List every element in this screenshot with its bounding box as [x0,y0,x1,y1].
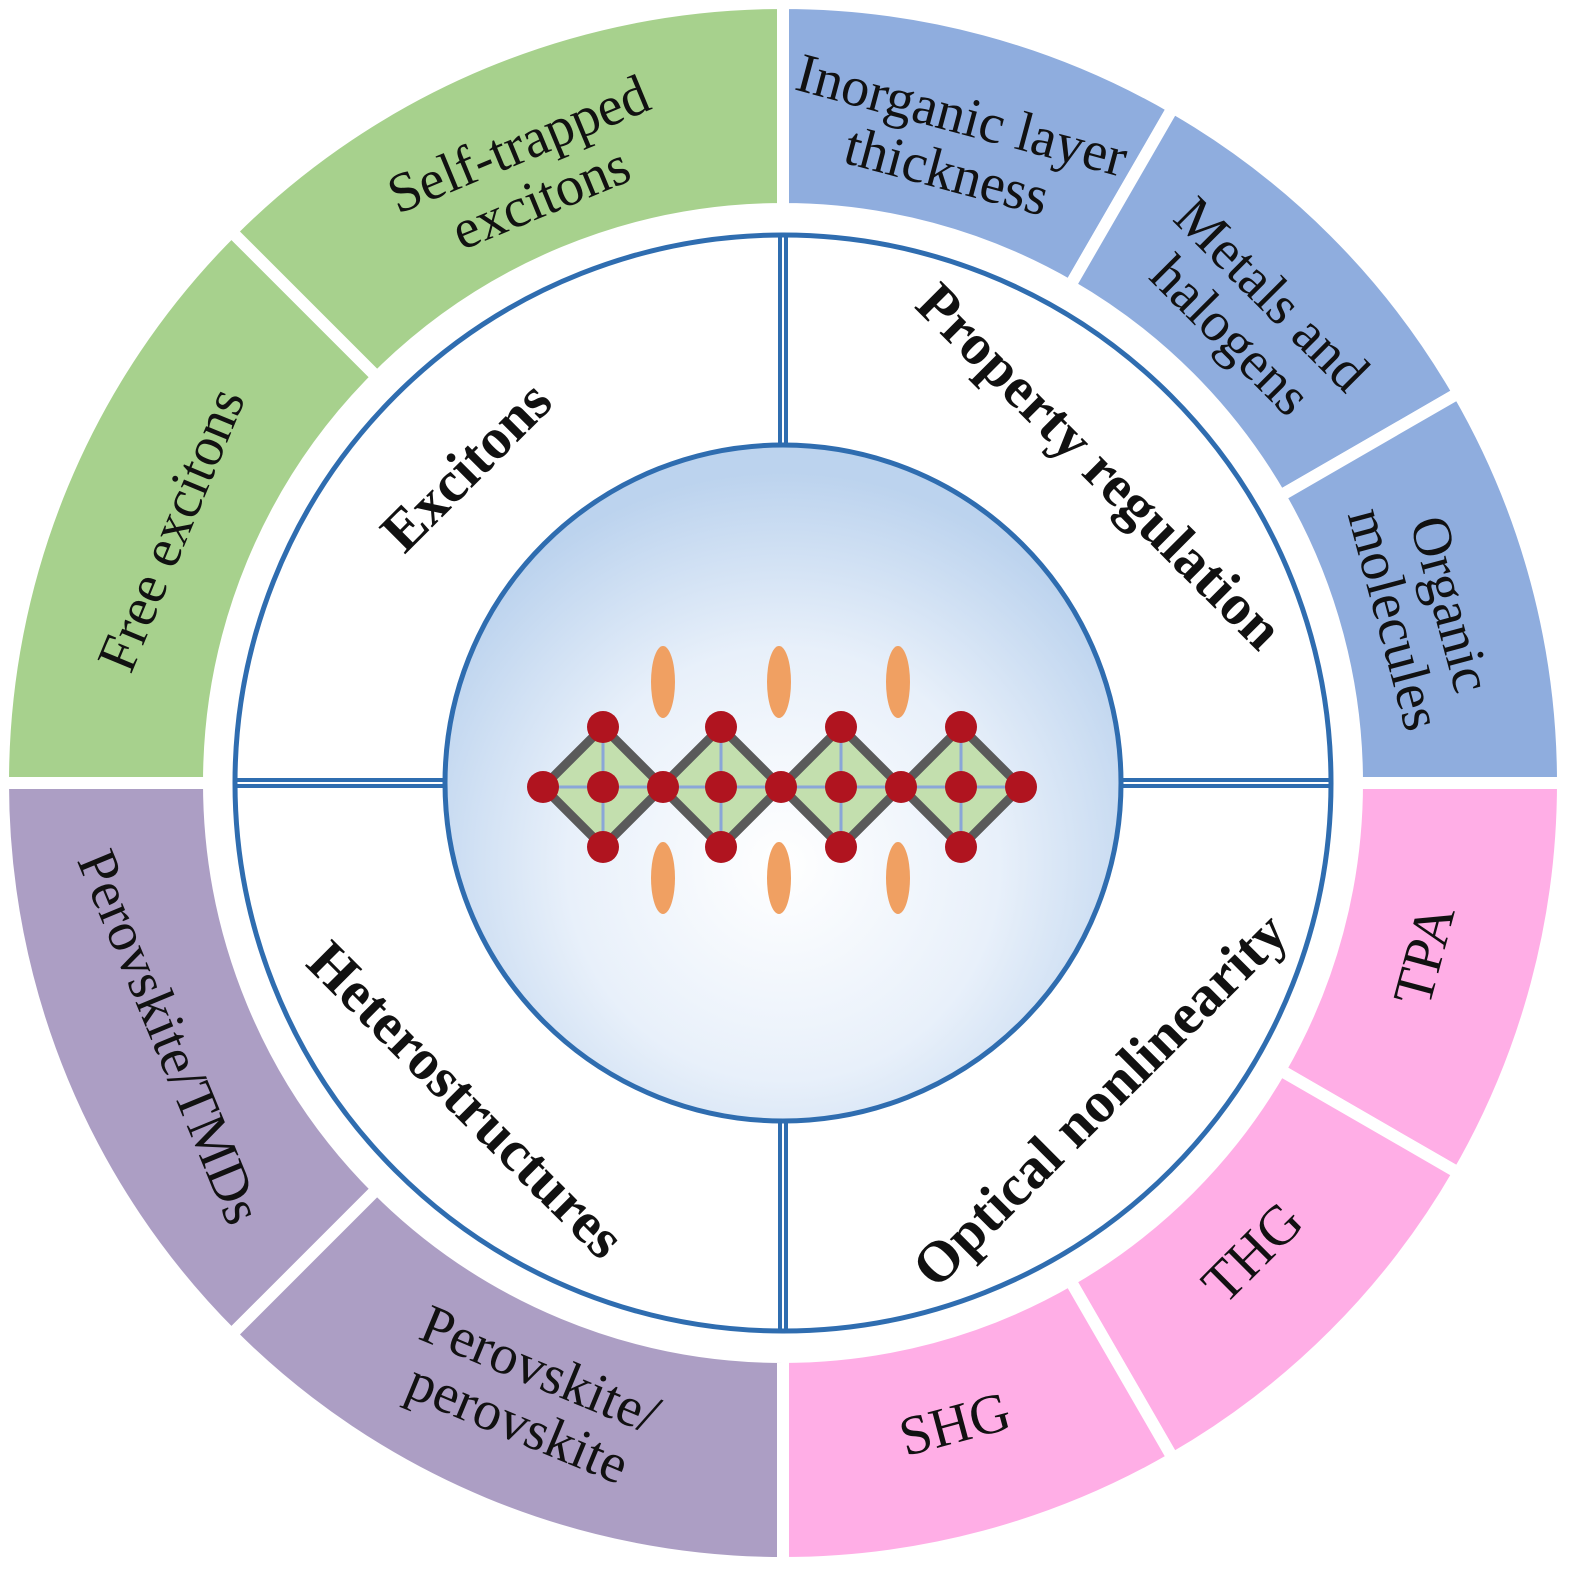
atom-icon [647,771,679,803]
atom-icon [527,771,559,803]
atom-icon [1005,771,1037,803]
inner-ring-outline [232,232,1334,1334]
atom-icon [587,711,619,743]
atom-icon [705,831,737,863]
atom-icon [885,771,917,803]
atom-icon [825,711,857,743]
organic-molecule-icon [767,842,791,914]
atom-icon [587,831,619,863]
atom-icon [945,771,977,803]
atom-icon [945,711,977,743]
organic-molecule-icon [886,646,910,718]
perovskite-structure-icon [527,646,1037,914]
atom-icon [765,771,797,803]
center-circle [442,442,1124,1124]
atom-icon [705,771,737,803]
organic-molecule-icon [886,842,910,914]
organic-molecule-icon [767,646,791,718]
organic-molecule-icon [651,842,675,914]
atom-icon [587,771,619,803]
organic-molecule-icon [651,646,675,718]
atom-icon [945,831,977,863]
outer-segment-heterostructures-1 [0,777,386,1344]
atom-icon [825,771,857,803]
outer-segment-heterostructures-2 [222,1180,789,1570]
atom-icon [705,711,737,743]
atom-icon [825,831,857,863]
